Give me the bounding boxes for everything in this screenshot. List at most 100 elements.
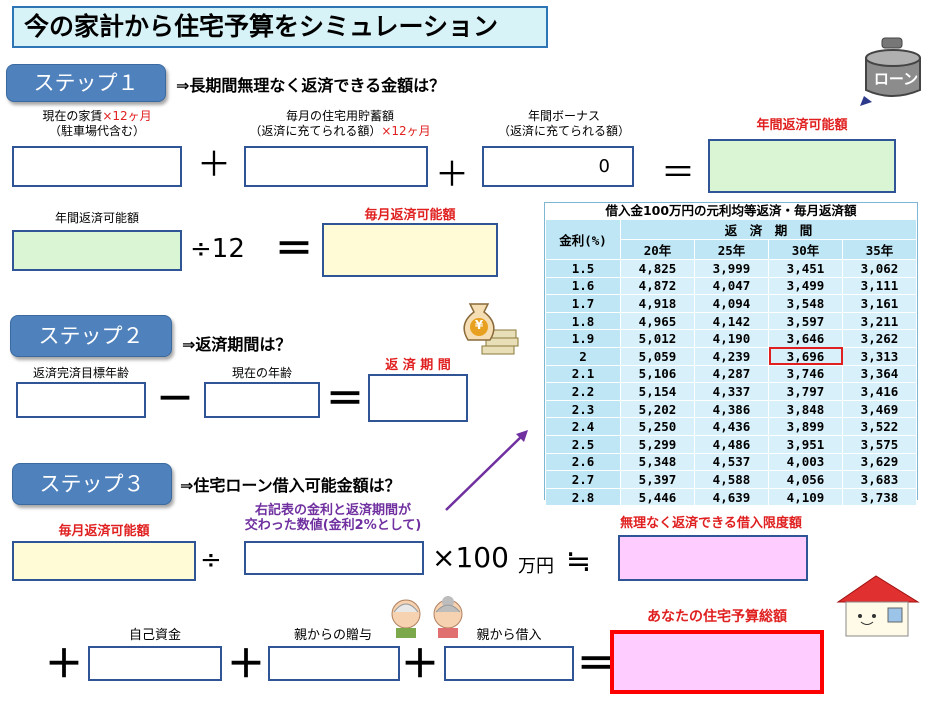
payment-cell: 3,451 xyxy=(768,259,843,278)
table-value-label: 右記表の金利と返済期間が 交わった数値(金利2%として) xyxy=(222,503,444,533)
rate-cell: 1.6 xyxy=(545,276,621,296)
annual-repayment-label-2: 年間返済可能額 xyxy=(54,211,139,225)
approx-sign: ≒ xyxy=(566,544,592,579)
annual-repayment-input[interactable] xyxy=(12,230,182,271)
payment-cell: 4,588 xyxy=(694,470,769,489)
payment-cell: 3,364 xyxy=(842,364,917,384)
equals-sign-2: ＝ xyxy=(274,227,313,271)
parent-gift-label: 親からの贈与 xyxy=(293,628,372,643)
payment-cell: 5,059 xyxy=(620,346,695,366)
own-funds-input[interactable] xyxy=(88,646,222,681)
payment-cell: 3,999 xyxy=(694,259,769,278)
payment-cell: 5,446 xyxy=(620,487,695,507)
bonus-label-text: 年間ボーナス xyxy=(527,109,600,123)
payment-cell: 5,012 xyxy=(620,329,695,348)
payment-cell: 3,211 xyxy=(842,311,917,331)
plus-sign-4: ＋ xyxy=(226,642,265,686)
plus-sign-5: ＋ xyxy=(400,642,439,686)
payment-cell: 4,537 xyxy=(694,452,769,472)
rent-input[interactable] xyxy=(12,146,182,187)
current-age-label: 現在の年齢 xyxy=(231,366,292,380)
payment-cell: 3,499 xyxy=(768,276,843,296)
rate-cell: 2.7 xyxy=(545,470,621,489)
times-100-text: ×100 xyxy=(432,541,509,574)
payment-cell: 3,696 xyxy=(768,346,843,366)
payment-cell: 4,872 xyxy=(620,276,695,296)
payment-cell: 3,646 xyxy=(768,329,843,348)
payment-cell: 3,738 xyxy=(842,487,917,507)
step3-question: ⇒住宅ローン借入可能金額は？ xyxy=(180,476,401,495)
payment-cell: 3,848 xyxy=(768,399,843,419)
rate-cell: 2 xyxy=(545,346,621,366)
repayment-table-title: 借入金100万円の元利均等返済・毎月返済額 xyxy=(545,203,917,219)
divide-by-12: ÷12 xyxy=(190,234,245,264)
payment-cell: 3,629 xyxy=(842,452,917,472)
payment-cell: 4,639 xyxy=(694,487,769,507)
annual-repayment-output[interactable] xyxy=(708,139,896,193)
payment-cell: 4,825 xyxy=(620,259,695,278)
payment-cell: 5,348 xyxy=(620,452,695,472)
divide-sign: ÷ xyxy=(200,545,222,575)
rent-label-multiplier: ×12ヶ月 xyxy=(102,109,152,123)
col-header-25: 25年 xyxy=(694,239,769,260)
step1-question: ⇒長期間無理なく返済できる金額は？ xyxy=(176,76,446,95)
page-title: 今の家計から住宅予算をシミュレーション xyxy=(12,6,548,48)
payment-cell: 5,106 xyxy=(620,364,695,384)
payment-cell: 3,575 xyxy=(842,434,917,454)
rent-label: 現在の家賃×12ヶ月 （駐車場代含む） xyxy=(22,109,172,139)
payment-cell: 4,918 xyxy=(620,294,695,313)
rate-cell: 2.3 xyxy=(545,399,621,419)
borrow-limit-output[interactable] xyxy=(618,535,808,581)
rate-cell: 1.8 xyxy=(545,311,621,331)
rate-cell: 2.6 xyxy=(545,452,621,472)
minus-sign: － xyxy=(156,377,195,421)
repayment-table-panel: 借入金100万円の元利均等返済・毎月返済額 金利(%) 返 済 期 間 20年 … xyxy=(544,202,918,507)
bonus-input[interactable]: 0 xyxy=(482,146,634,187)
borrow-limit-label: 無理なく返済できる借入限度額 xyxy=(620,516,802,531)
rate-cell: 1.5 xyxy=(545,259,621,278)
current-age-input[interactable] xyxy=(204,382,320,418)
rate-cell: 2.8 xyxy=(545,487,621,507)
equals-sign-4: ＝ xyxy=(576,642,615,686)
payment-cell: 4,047 xyxy=(694,276,769,296)
parent-gift-input[interactable] xyxy=(268,646,400,681)
col-header-35: 35年 xyxy=(842,239,917,260)
total-budget-output[interactable] xyxy=(610,630,824,694)
own-funds-label: 自己資金 xyxy=(128,628,181,643)
rent-label-note: （駐車場代含む） xyxy=(48,124,145,138)
period-header: 返 済 期 間 xyxy=(620,219,917,240)
repayment-period-output[interactable] xyxy=(368,374,468,422)
monthly-repayment-label-2: 毎月返済可能額 xyxy=(58,524,150,539)
parent-loan-input[interactable] xyxy=(444,646,574,681)
unit-text: 万円 xyxy=(518,556,554,577)
payment-cell: 4,109 xyxy=(768,487,843,507)
savings-label-note: （返済に充てられる額） xyxy=(249,124,382,138)
payment-cell: 5,202 xyxy=(620,399,695,419)
rate-cell: 1.7 xyxy=(545,294,621,313)
rate-cell: 2.4 xyxy=(545,417,621,436)
monthly-repayment-output[interactable] xyxy=(322,223,498,277)
savings-input[interactable] xyxy=(244,146,428,187)
house-icon xyxy=(830,572,926,640)
payment-cell: 3,161 xyxy=(842,294,917,313)
payment-cell: 4,190 xyxy=(694,329,769,348)
savings-label: 毎月の住宅用貯蓄額 （返済に充てられる額）×12ヶ月 xyxy=(240,109,440,139)
monthly-repayment-input[interactable] xyxy=(12,541,196,581)
total-budget-label: あなたの住宅予算総額 xyxy=(647,609,787,625)
step2-badge: ステップ２ xyxy=(10,315,172,357)
payment-cell: 3,746 xyxy=(768,364,843,384)
payment-cell: 5,299 xyxy=(620,434,695,454)
target-age-input[interactable] xyxy=(16,382,146,418)
table-value-input[interactable] xyxy=(244,541,424,575)
parent-loan-label: 親から借入 xyxy=(476,628,542,643)
payment-cell: 4,142 xyxy=(694,311,769,331)
equals-sign-1: ＝ xyxy=(661,153,695,193)
payment-cell: 4,965 xyxy=(620,311,695,331)
